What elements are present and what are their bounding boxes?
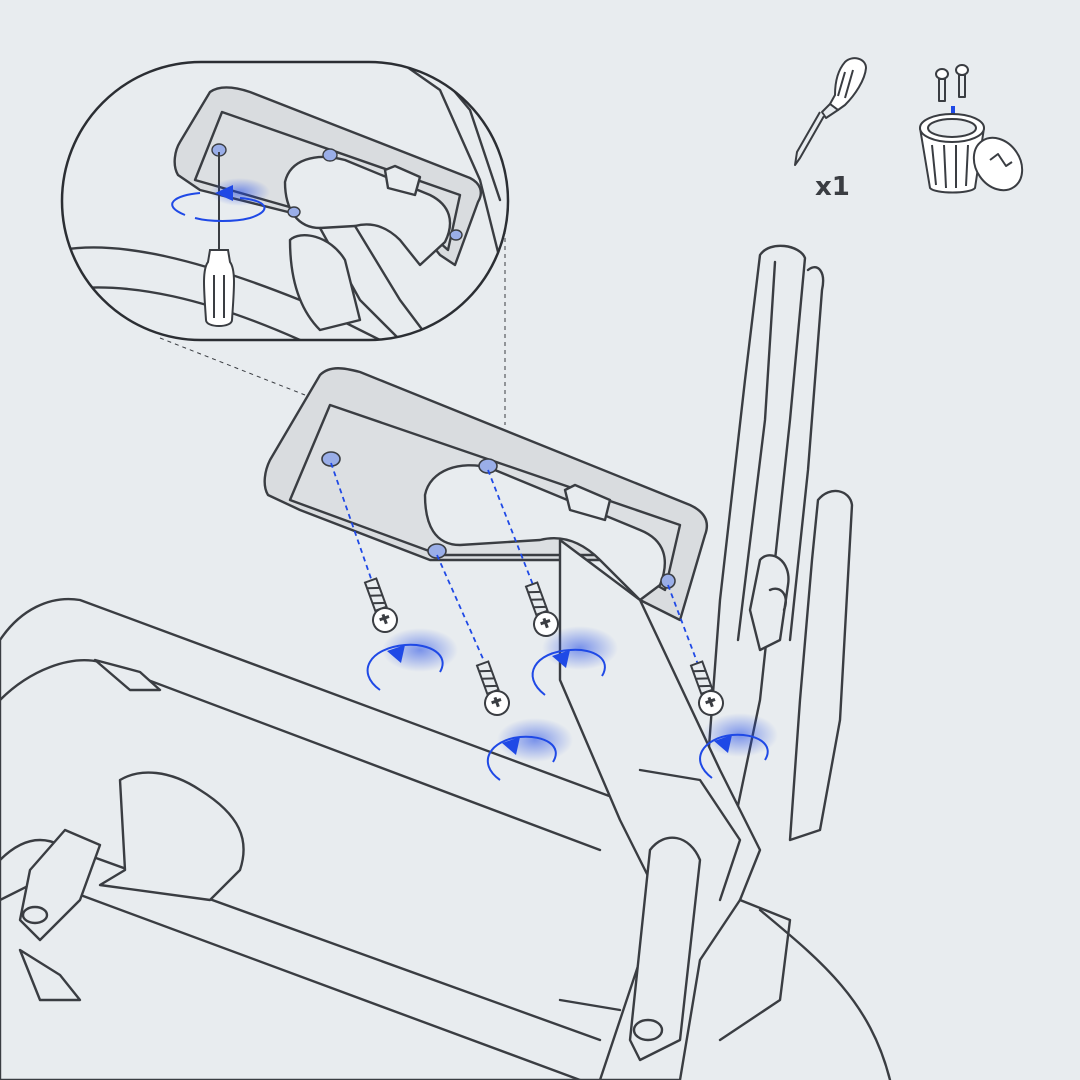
- chair-seat: [0, 597, 665, 1080]
- screw-hole: [427, 543, 447, 559]
- screw: [475, 660, 510, 716]
- screw-hole: [321, 451, 341, 467]
- rotation-arrows: [366, 626, 778, 781]
- chair-backrest: [703, 244, 854, 842]
- screw-hole: [449, 229, 463, 241]
- rotate-arrow-icon: [171, 178, 270, 222]
- rotate-arrow-icon: [531, 626, 618, 696]
- screw-holes: [321, 451, 676, 589]
- guide-lines: [330, 462, 703, 676]
- screw-hole: [322, 148, 338, 162]
- screws: [363, 577, 724, 716]
- screw: [363, 577, 398, 633]
- rotate-arrow-icon: [699, 713, 778, 779]
- rotate-arrow-icon: [366, 628, 458, 691]
- screwdriver-icon: [794, 57, 867, 166]
- headrest-bracket: [263, 367, 892, 1080]
- screw: [524, 581, 559, 637]
- zoom-callout-connectors: [159, 230, 506, 425]
- zoom-callout: [60, 60, 510, 342]
- screwdriver-quantity-label: x1: [815, 172, 850, 202]
- screw-hole: [660, 573, 676, 589]
- rotate-arrow-icon: [487, 718, 573, 781]
- screw-hole: [287, 206, 301, 218]
- screw-hole: [478, 458, 498, 474]
- screws-into-cup-icon: [919, 64, 1024, 194]
- screw: [689, 660, 724, 716]
